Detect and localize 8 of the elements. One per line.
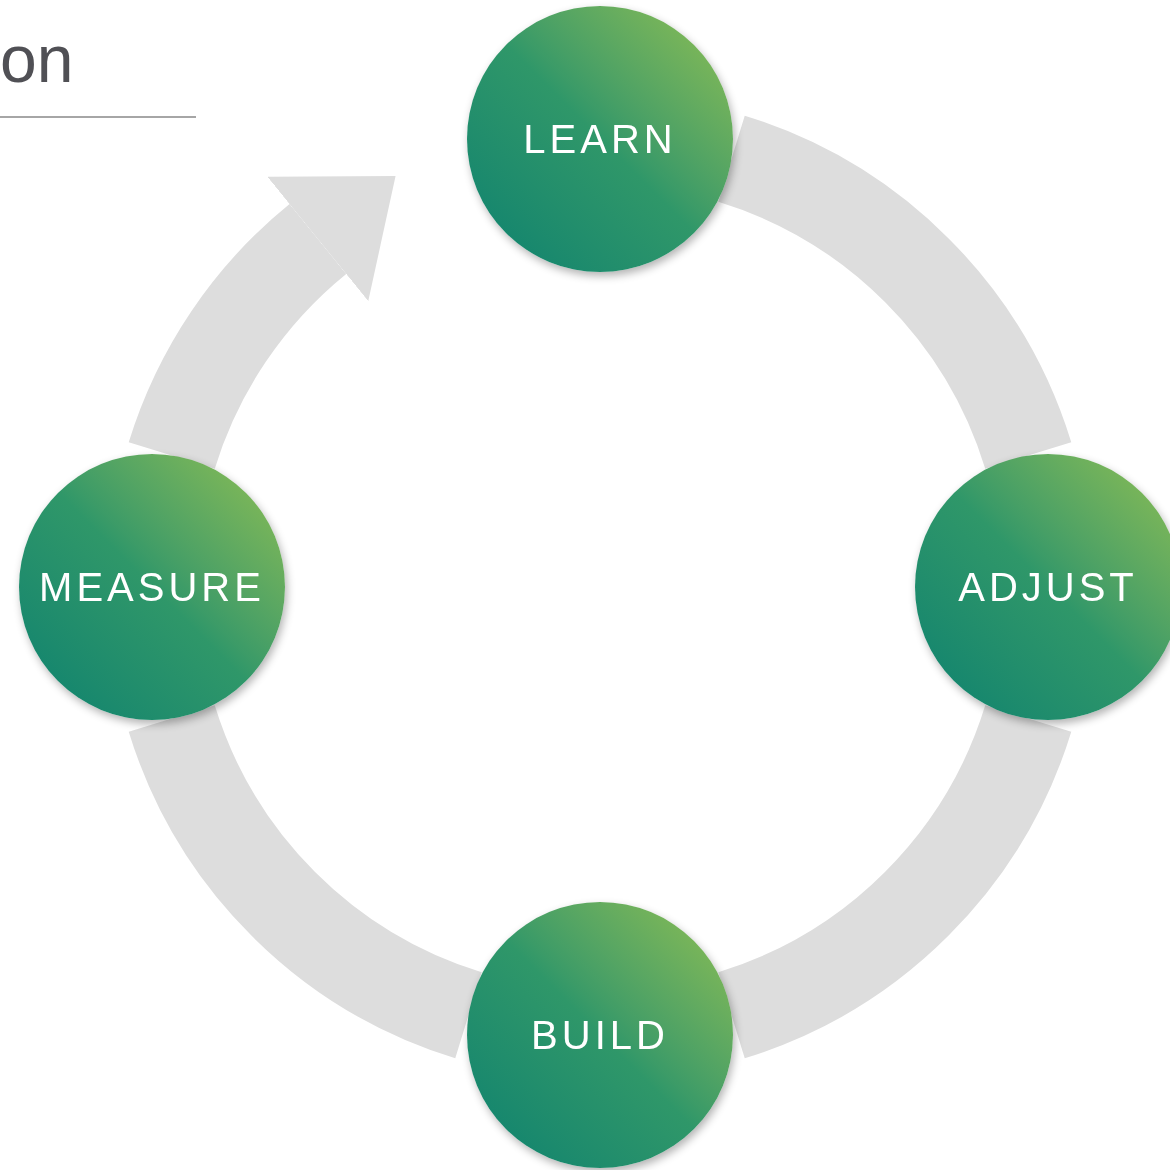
step-label: LEARN (523, 119, 677, 159)
step-label: ADJUST (958, 567, 1138, 607)
cycle-band (715, 702, 1071, 1058)
title: on (0, 26, 74, 92)
step-label: BUILD (531, 1015, 669, 1055)
cycle-band (129, 702, 485, 1058)
cycle-band (715, 116, 1071, 472)
step-label: MEASURE (39, 567, 265, 607)
